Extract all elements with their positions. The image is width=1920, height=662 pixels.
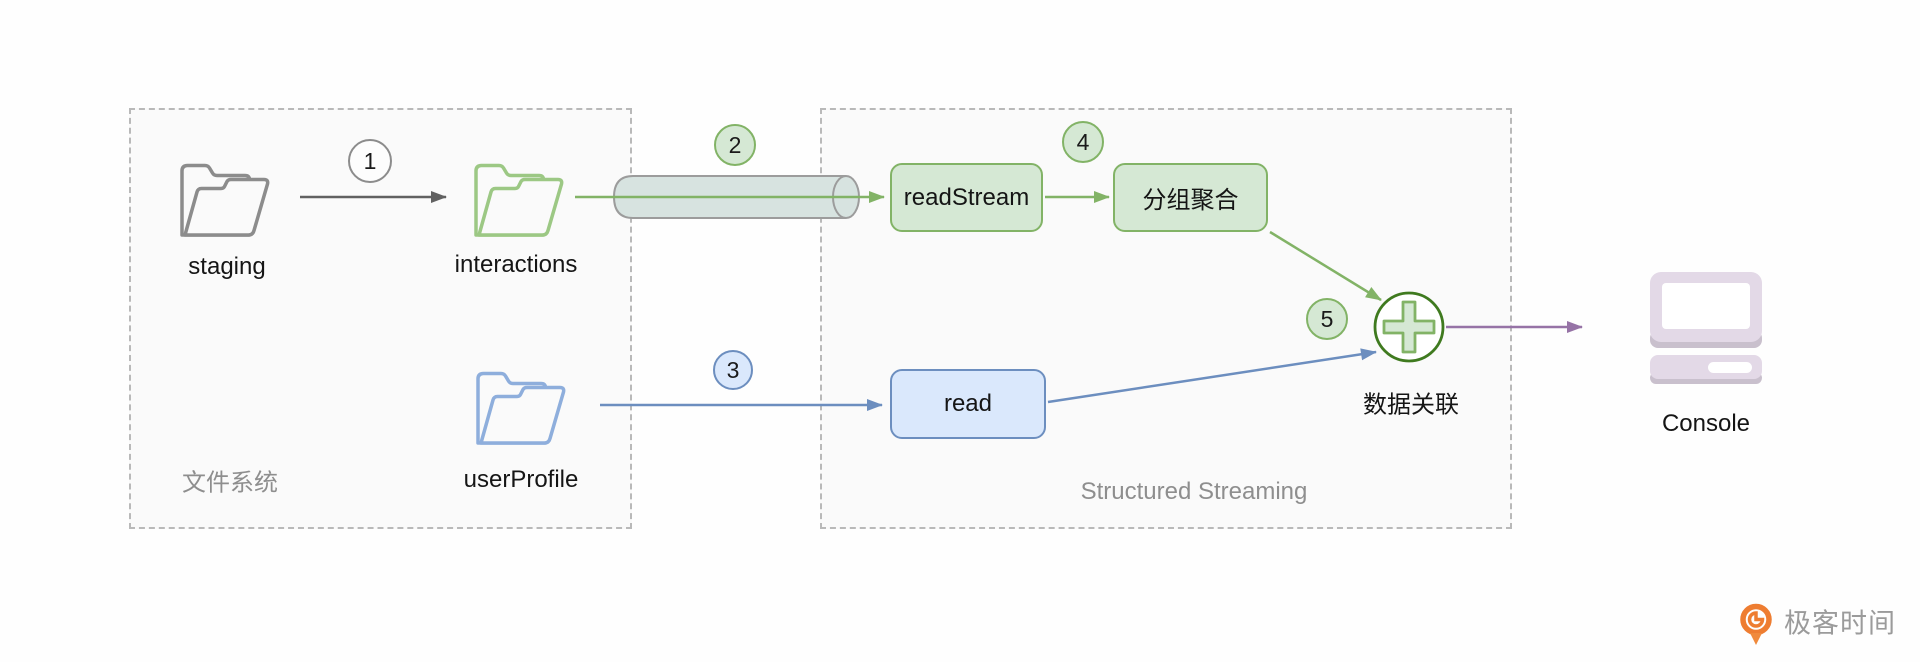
read-node: read	[890, 369, 1046, 439]
console-label: Console	[1661, 410, 1751, 437]
read-node-label: read	[943, 390, 993, 417]
user-profile-label: userProfile	[463, 466, 579, 493]
step-badge-1: 1	[348, 139, 392, 183]
step-5-number: 5	[1320, 305, 1334, 332]
console-laptop-icon	[1650, 272, 1762, 384]
step-badge-3: 3	[713, 350, 753, 390]
readstream-node: readStream	[890, 163, 1043, 232]
staging-label: staging	[188, 253, 266, 280]
group-agg-node-label: 分组聚合	[1142, 187, 1239, 214]
arrow-groupagg-to-join	[1269, 230, 1382, 302]
step-3-number: 3	[726, 356, 740, 383]
arrow-read-to-join	[1047, 348, 1377, 404]
step-badge-5: 5	[1306, 298, 1348, 340]
interactions-folder-icon	[474, 163, 564, 237]
step-badge-4: 4	[1062, 121, 1104, 163]
join-label: 数据关联	[1363, 391, 1459, 419]
geektime-logo-icon	[1740, 603, 1772, 645]
group-agg-node: 分组聚合	[1113, 163, 1268, 232]
geektime-logo-text: 极客时间	[1784, 608, 1896, 639]
step-badge-2: 2	[714, 124, 756, 166]
join-plus-icon	[1373, 291, 1445, 363]
staging-folder-icon	[180, 163, 270, 237]
step-4-number: 4	[1076, 128, 1090, 155]
readstream-node-label: readStream	[903, 183, 1030, 211]
step-1-number: 1	[363, 147, 377, 174]
user-profile-folder-icon	[476, 371, 566, 445]
step-2-number: 2	[728, 131, 742, 158]
structured-streaming-group-label: Structured Streaming	[1080, 478, 1308, 505]
interactions-label: interactions	[454, 251, 578, 278]
file-system-group-label: 文件系统	[182, 469, 278, 497]
